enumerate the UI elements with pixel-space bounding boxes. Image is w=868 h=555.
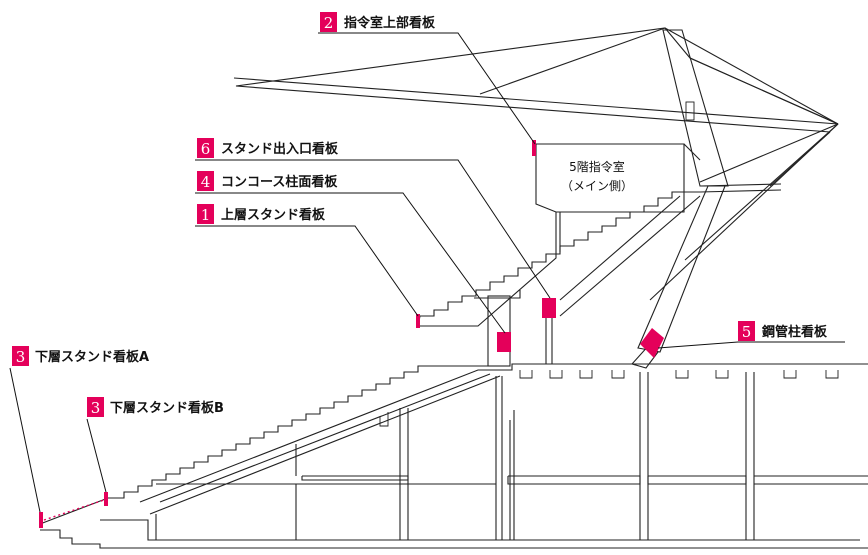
leader-lines bbox=[9, 32, 845, 513]
callout-text: 下層スタンド看板A bbox=[35, 349, 149, 365]
lower-stand bbox=[39, 363, 868, 549]
callout-number: 2 bbox=[324, 14, 334, 32]
sign-marker-upper-stand bbox=[416, 314, 420, 328]
callout-number-box bbox=[87, 397, 104, 417]
control-room-line2: （メイン側） bbox=[561, 179, 633, 193]
callout-number-box bbox=[738, 321, 755, 341]
callout-label-2: 2 指令室上部看板 bbox=[320, 12, 436, 32]
control-room: 5階指令室 （メイン側） bbox=[535, 143, 701, 213]
callout-number: 4 bbox=[201, 173, 211, 191]
roof-structure bbox=[233, 27, 839, 369]
sign-marker-lower-stand-a bbox=[39, 512, 43, 528]
callout-number-box bbox=[197, 138, 214, 158]
callout-label-6: 6 スタンド出入口看板 bbox=[197, 138, 339, 158]
callout-label-1: 1 上層スタンド看板 bbox=[197, 204, 326, 224]
callout-number-box bbox=[320, 12, 337, 32]
sign-markers bbox=[39, 140, 664, 528]
callout-number: 3 bbox=[16, 348, 26, 366]
callout-number-box bbox=[197, 171, 214, 191]
callout-number-box bbox=[12, 346, 29, 366]
callout-label-5: 5 鋼管柱看板 bbox=[738, 321, 828, 341]
sign-marker-control-room bbox=[532, 140, 536, 156]
callout-number: 3 bbox=[91, 399, 101, 417]
callout-number: 6 bbox=[201, 140, 211, 158]
callout-label-3b: 3 下層スタンド看板B bbox=[87, 397, 224, 417]
control-room-line1: 5階指令室 bbox=[569, 159, 625, 174]
sign-marker-steel-column bbox=[640, 328, 664, 358]
sign-marker-concourse-pillar bbox=[497, 332, 511, 352]
sign-marker-entrance bbox=[542, 298, 556, 318]
callout-number: 1 bbox=[201, 206, 211, 224]
callout-text: 指令室上部看板 bbox=[344, 15, 436, 31]
callout-text: 下層スタンド看板B bbox=[110, 400, 224, 416]
sign-marker-lower-stand-b bbox=[104, 492, 108, 506]
callout-text: コンコース柱面看板 bbox=[221, 174, 338, 190]
callout-text: 鋼管柱看板 bbox=[761, 324, 828, 340]
callout-text: 上層スタンド看板 bbox=[221, 207, 326, 223]
callout-label-3a: 3 下層スタンド看板A bbox=[12, 346, 149, 366]
callout-number: 5 bbox=[742, 323, 752, 341]
callout-number-box bbox=[197, 204, 214, 224]
callout-text: スタンド出入口看板 bbox=[221, 141, 339, 157]
callout-label-4: 4 コンコース柱面看板 bbox=[197, 171, 338, 191]
